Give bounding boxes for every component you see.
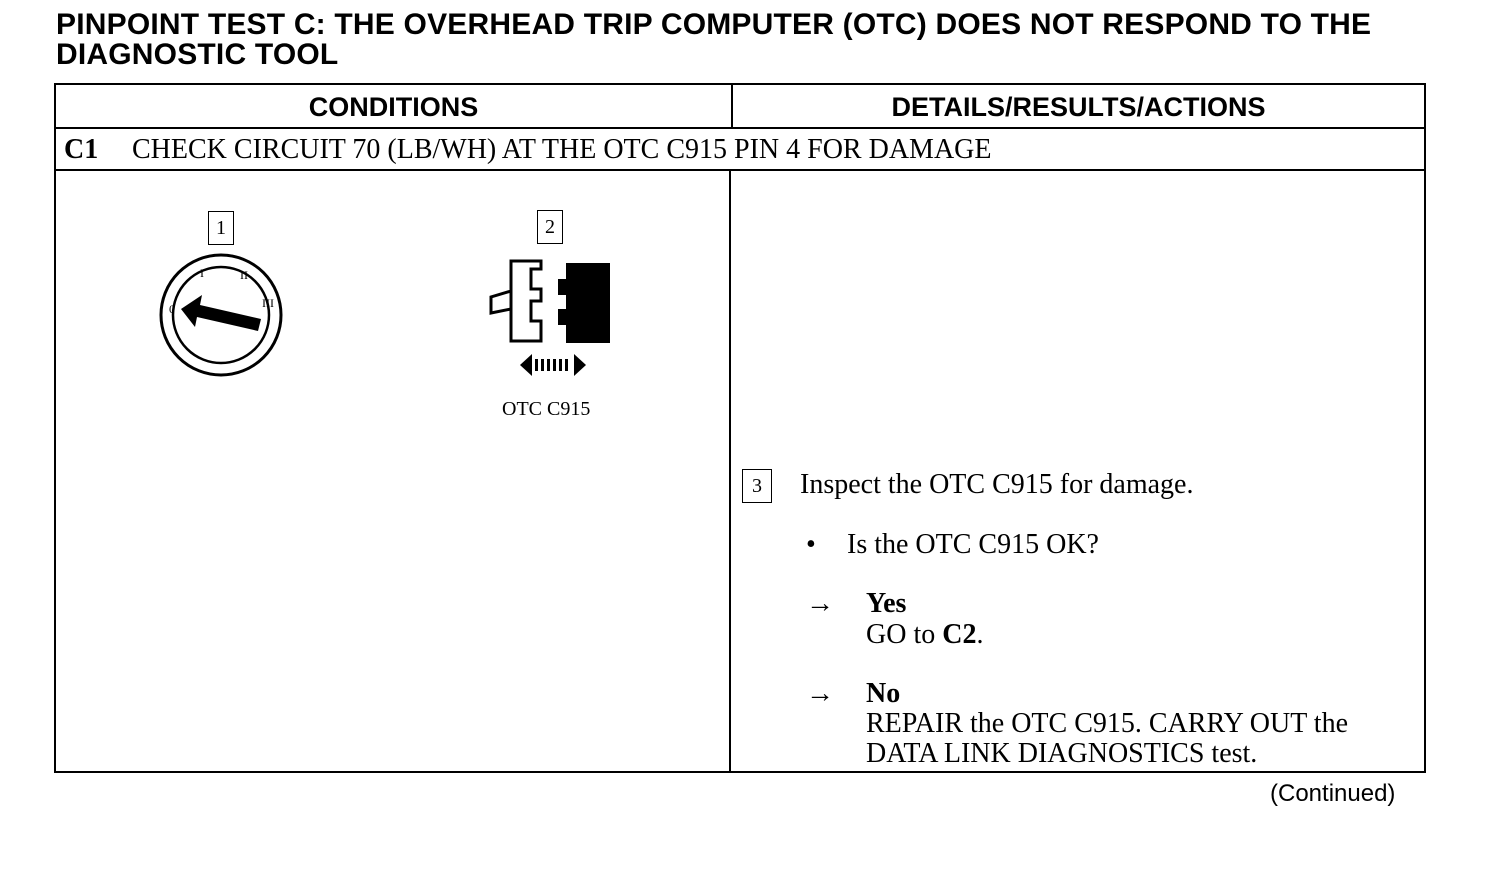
conditions-header: CONDITIONS xyxy=(308,92,479,122)
ignition-pos-2: II xyxy=(240,268,248,282)
callout-3: 3 xyxy=(742,469,772,503)
continued-label: (Continued) xyxy=(1270,780,1396,807)
yes-arrow-icon: → xyxy=(806,588,834,619)
yes-action: GO to C2. xyxy=(866,619,983,651)
no-action-line-1: REPAIR the OTC C915. CARRY OUT the xyxy=(866,708,1349,739)
step-id: C1 xyxy=(64,134,99,165)
callout-1: 1 xyxy=(208,211,234,245)
header-column-divider xyxy=(731,85,733,127)
no-action-line-2: DATA LINK DIAGNOSTICS test. xyxy=(866,738,1258,769)
connector-caption: OTC C915 xyxy=(502,398,591,420)
inspection-question: Is the OTC C915 OK? xyxy=(847,529,1099,560)
no-label: No xyxy=(866,678,901,709)
inspect-instruction: Inspect the OTC C915 for damage. xyxy=(800,469,1194,500)
yes-action-target: C2 xyxy=(942,619,977,650)
step-divider xyxy=(56,169,1424,171)
bullet: • xyxy=(806,529,816,560)
callout-2: 2 xyxy=(537,210,563,244)
yes-action-suffix: . xyxy=(976,619,984,650)
step-row: C1 CHECK CIRCUIT 70 (LB/WH) AT THE OTC C9… xyxy=(64,129,991,169)
step-title: CHECK CIRCUIT 70 (LB/WH) AT THE OTC C915… xyxy=(132,134,992,165)
title-line-1: PINPOINT TEST C: THE OVERHEAD TRIP COMPU… xyxy=(56,8,1372,41)
details-header: DETAILS/RESULTS/ACTIONS xyxy=(891,92,1266,122)
pinpoint-table: CONDITIONS DETAILS/RESULTS/ACTIONS C1 CHE… xyxy=(54,83,1426,773)
header-divider xyxy=(56,127,1424,129)
page-title: PINPOINT TEST C: THE OVERHEAD TRIP COMPU… xyxy=(56,10,1456,70)
ignition-pos-3: III xyxy=(262,296,274,310)
body-column-divider xyxy=(729,169,731,771)
ignition-switch-icon: 0 I II III xyxy=(159,253,283,377)
ignition-pos-0: 0 xyxy=(169,302,175,316)
title-line-2: DIAGNOSTIC TOOL xyxy=(56,38,339,71)
ignition-pos-1: I xyxy=(200,266,204,280)
yes-label: Yes xyxy=(866,588,907,619)
no-arrow-icon: → xyxy=(806,678,834,709)
connector-disconnect-icon xyxy=(489,259,610,376)
yes-action-prefix: GO to xyxy=(866,619,943,650)
